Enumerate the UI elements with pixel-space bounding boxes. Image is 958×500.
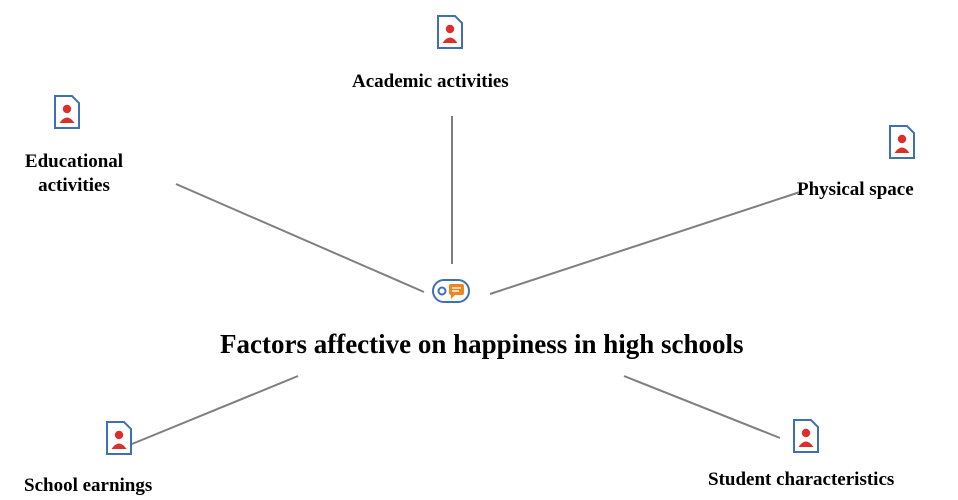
edge-student xyxy=(623,375,781,439)
node-label-physical: Physical space xyxy=(797,179,914,200)
document-person-icon[interactable] xyxy=(792,418,820,454)
document-person-icon[interactable] xyxy=(436,14,464,50)
document-person-icon[interactable] xyxy=(105,420,133,456)
center-topic-label: Factors affective on happiness in high s… xyxy=(220,329,744,359)
document-person-icon[interactable] xyxy=(53,94,81,130)
edge-earnings xyxy=(131,375,299,445)
node-label-academic: Academic activities xyxy=(352,71,509,92)
document-person-icon[interactable] xyxy=(888,124,916,160)
node-label-earnings: School earnings xyxy=(24,475,153,496)
edge-educational xyxy=(175,183,425,293)
node-label-student: Student characteristics xyxy=(708,469,895,490)
edge-physical xyxy=(489,191,801,295)
node-label-educational: Educational activities xyxy=(24,151,124,196)
memo-tag-icon[interactable] xyxy=(432,278,470,304)
